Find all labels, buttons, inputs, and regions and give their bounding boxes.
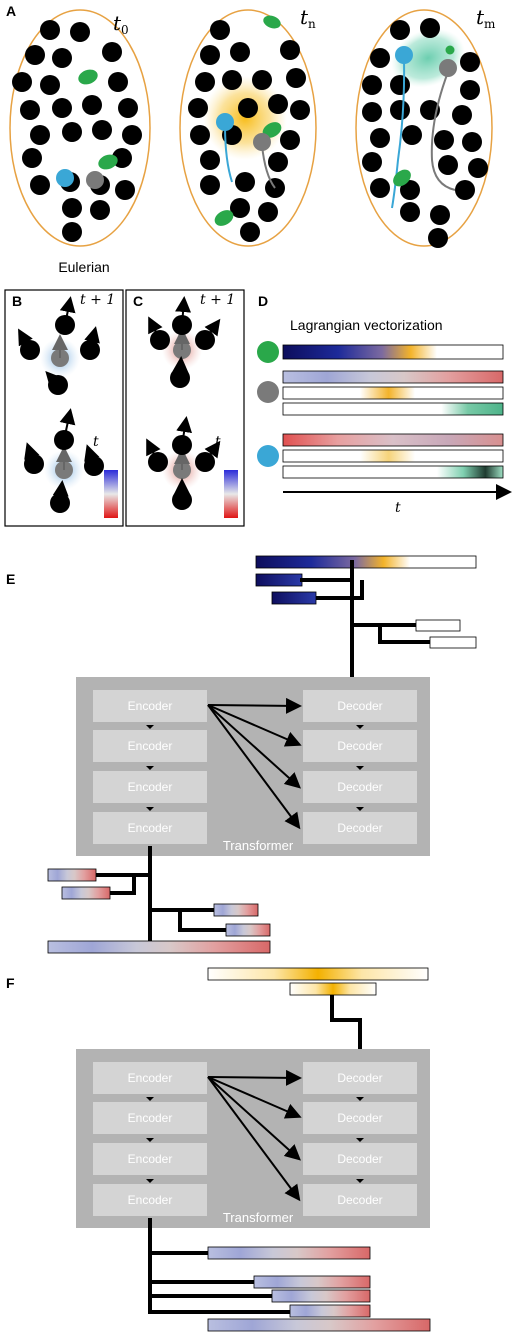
panel-label-f: F <box>6 975 15 991</box>
gray-cell <box>439 59 457 77</box>
green-cell <box>445 45 455 55</box>
output-bar <box>429 636 477 649</box>
encoder-label: Encoder <box>128 1193 173 1207</box>
input-bar <box>61 886 111 900</box>
attention-arrows-f <box>207 1069 302 1202</box>
encoder-label: Encoder <box>128 1071 173 1085</box>
time-label-tm: tm <box>476 5 496 31</box>
decoder-label: Decoder <box>337 1111 382 1125</box>
cell-cluster-c-bottom <box>146 416 221 510</box>
cyan-cell <box>56 169 74 187</box>
input-bar <box>289 1304 371 1318</box>
input-bar-full <box>47 940 271 954</box>
cell-cluster-b-top <box>18 296 100 395</box>
input-bar <box>253 1275 371 1289</box>
label-t-plus-1: t + 1 <box>200 292 235 308</box>
gray-cell <box>86 171 104 189</box>
decoder-label: Decoder <box>337 1152 382 1166</box>
encoder-label: Encoder <box>128 699 173 713</box>
eulerian-caption: Eulerian <box>58 259 109 275</box>
time-axis-label: t <box>395 500 401 516</box>
encoder-label: Encoder <box>128 739 173 753</box>
transformer-label: Transformer <box>223 838 294 853</box>
output-bar-full <box>255 555 477 569</box>
time-label-t0: t0 <box>113 11 129 37</box>
output-bar-full <box>207 967 429 981</box>
encoder-label: Encoder <box>128 780 173 794</box>
cell-cluster-b-bottom <box>24 408 104 513</box>
input-bar <box>225 923 271 937</box>
green-cell <box>263 15 281 29</box>
green-cell <box>393 169 411 187</box>
cyan-track-bar-3 <box>282 465 504 479</box>
gray-track-bar-2 <box>282 386 504 400</box>
decoder-stack-e: Decoder Decoder Decoder Decoder <box>303 690 417 844</box>
green-cell <box>262 122 282 138</box>
output-tree-f <box>330 995 362 1054</box>
cyan-cell <box>216 113 234 131</box>
green-track-bar <box>282 344 504 360</box>
green-cell <box>98 154 118 170</box>
gray-cell-icon <box>257 381 279 403</box>
output-bar <box>255 573 303 587</box>
decoder-label: Decoder <box>337 780 382 794</box>
cyan-cell-icon <box>257 445 279 467</box>
gray-track-bar-1 <box>282 370 504 384</box>
decoder-label: Decoder <box>337 739 382 753</box>
panel-label-e: E <box>6 571 15 587</box>
gray-track-bar-3 <box>282 402 504 416</box>
decoder-label: Decoder <box>337 821 382 835</box>
input-bar <box>207 1246 371 1260</box>
output-tree-e <box>300 560 430 682</box>
decoder-stack-f: Decoder Decoder Decoder Decoder <box>303 1062 417 1216</box>
ellipse-tn <box>179 9 317 247</box>
output-bar <box>289 982 377 996</box>
label-t-plus-1: t + 1 <box>80 292 115 308</box>
encoder-stack-e: Encoder Encoder Encoder Encoder <box>93 690 207 844</box>
decoder-label: Decoder <box>337 1193 382 1207</box>
ellipse-t0 <box>9 9 151 247</box>
panel-label-c: C <box>133 293 143 309</box>
encoder-label: Encoder <box>128 1152 173 1166</box>
cyan-track-bar-1 <box>282 433 504 447</box>
input-bar <box>271 1289 371 1303</box>
green-cell-icon <box>257 341 279 363</box>
cyan-cell <box>395 46 413 64</box>
lagrangian-caption: Lagrangian vectorization <box>290 317 443 333</box>
decoder-label: Decoder <box>337 699 382 713</box>
panel-label-b: B <box>12 293 22 309</box>
cyan-track-bar-2 <box>282 449 504 463</box>
panel-label-a: A <box>6 3 16 19</box>
panel-label-d: D <box>258 293 268 309</box>
gray-cell <box>253 133 271 151</box>
encoder-label: Encoder <box>128 1111 173 1125</box>
input-bar-full <box>207 1318 431 1332</box>
cell-cluster-c-top <box>148 296 221 388</box>
input-bar <box>47 868 97 882</box>
encoder-stack-f: Encoder Encoder Encoder Encoder <box>93 1062 207 1216</box>
decoder-label: Decoder <box>337 1071 382 1085</box>
transformer-label: Transformer <box>223 1210 294 1225</box>
input-tree-f <box>148 1218 290 1314</box>
green-cell <box>214 210 234 226</box>
output-bar <box>415 619 461 632</box>
green-cell <box>78 69 98 85</box>
output-bar <box>271 591 317 605</box>
color-scale-b <box>104 470 118 518</box>
input-bar <box>213 903 259 917</box>
time-label-tn: tn <box>300 5 316 31</box>
attention-arrows-e <box>207 697 302 830</box>
ellipse-tm <box>355 9 493 248</box>
label-t: t <box>93 434 99 450</box>
color-scale-c <box>224 470 238 518</box>
input-tree-e <box>96 846 226 945</box>
encoder-label: Encoder <box>128 821 173 835</box>
